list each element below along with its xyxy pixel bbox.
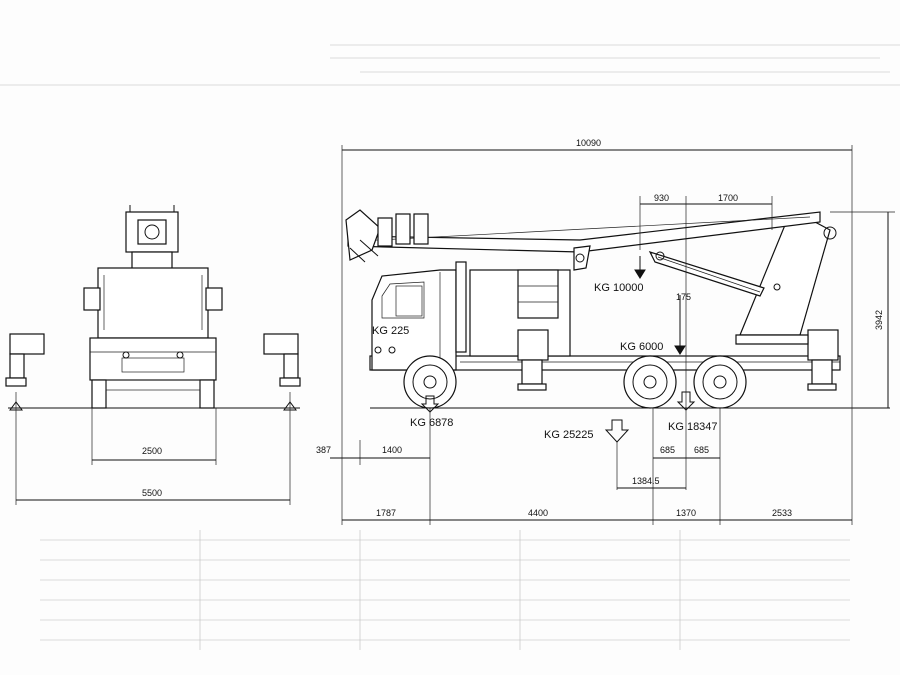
dim-1370: 1370 [676,508,696,518]
dim-1400: 1400 [382,445,402,455]
front-view [5,205,301,505]
dim-930: 930 [654,193,669,203]
dim-height: 3942 [874,310,884,330]
dim-387: 387 [316,445,331,455]
load-total: KG 25225 [544,429,594,441]
dim-1700: 1700 [718,193,738,203]
dim-175: 175 [676,292,691,302]
dim-1787: 1787 [376,508,396,518]
dim-2533: 2533 [772,508,792,518]
load-rear-axle: KG 18347 [668,421,718,433]
front-dims [16,459,290,501]
dim-5500: 5500 [142,488,162,498]
dim-4400: 4400 [528,508,548,518]
load-cab: KG 225 [372,325,409,337]
load-outrigger: KG 6000 [620,341,663,353]
load-front-axle: KG 6878 [410,417,453,429]
dim-685-a: 685 [660,445,675,455]
side-view [330,145,895,525]
header-smudge [0,44,900,86]
dim-overall-length: 10090 [576,138,601,148]
background-grid [40,530,850,650]
dim-1384: 1384.5 [632,476,660,486]
dim-685-b: 685 [694,445,709,455]
dim-2500: 2500 [142,446,162,456]
load-boom: KG 10000 [594,282,644,294]
